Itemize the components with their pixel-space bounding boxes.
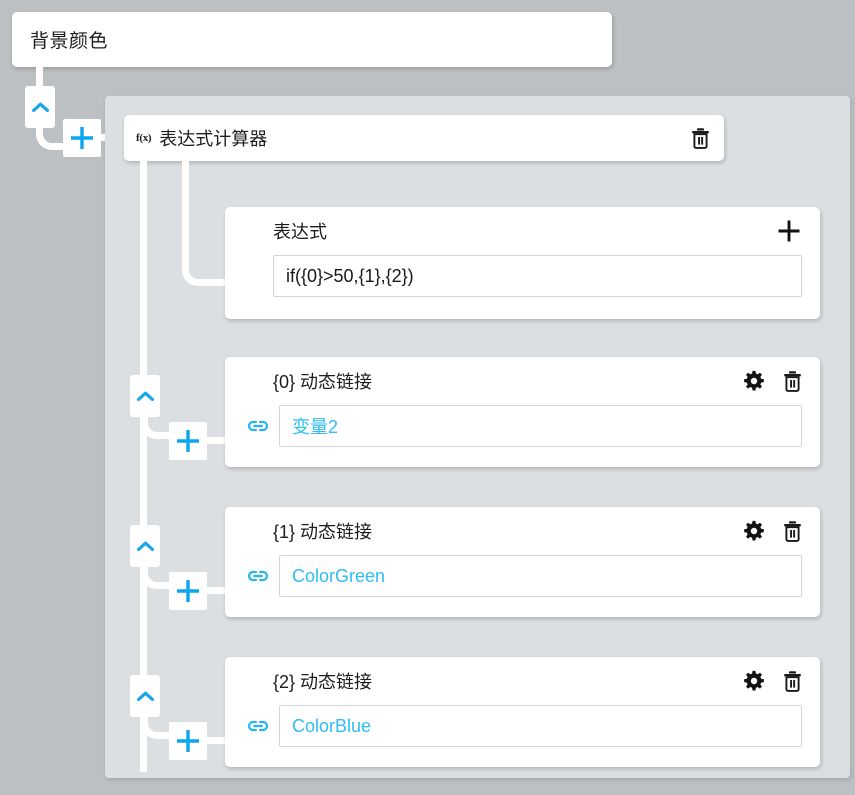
add-expression-button[interactable]	[776, 218, 802, 244]
add-node-link-2[interactable]	[169, 722, 207, 760]
link-icon	[247, 720, 269, 732]
wire-trunk-main	[140, 158, 147, 772]
add-node-link-1[interactable]	[169, 572, 207, 610]
delete-button-link-1[interactable]	[783, 520, 802, 542]
dynamic-link-row-0: 变量2	[225, 405, 820, 461]
expression-calculator-title: 表达式计算器	[159, 129, 268, 149]
expression-card: 表达式 if({0}>50,{1},{2})	[225, 207, 820, 319]
dynamic-link-card-2: {2} 动态链接	[225, 657, 820, 767]
dynamic-link-value-0: 变量2	[292, 417, 339, 437]
settings-button-link-2[interactable]	[743, 670, 765, 692]
add-node-root[interactable]	[63, 119, 101, 157]
dynamic-link-row-1: ColorGreen	[225, 555, 820, 611]
gear-icon	[744, 370, 764, 391]
dynamic-link-row-2: ColorBlue	[225, 705, 820, 761]
wire-plus-to-card-link-0	[205, 437, 229, 444]
dynamic-link-input-1[interactable]: ColorGreen	[279, 555, 802, 597]
trash-icon	[784, 671, 801, 692]
chevron-up-icon	[31, 102, 49, 112]
dynamic-link-header-0: {0} 动态链接	[225, 357, 820, 405]
wire-branch-expression	[182, 158, 228, 286]
fx-icon: f(x)	[136, 132, 152, 144]
delete-button-link-0[interactable]	[783, 370, 802, 392]
link-icon	[247, 420, 269, 432]
gear-icon	[744, 520, 764, 541]
plus-icon	[177, 730, 199, 752]
link-button-1[interactable]	[243, 568, 273, 584]
wire-plus-to-card-link-1	[205, 587, 229, 594]
expression-input-value: if({0}>50,{1},{2})	[286, 265, 414, 286]
dynamic-link-card-0: {0} 动态链接	[225, 357, 820, 467]
dynamic-link-title-2: {2} 动态链接	[273, 672, 373, 692]
title-bar-value: 背景颜色	[30, 31, 109, 52]
delete-expression-calculator-button[interactable]	[691, 127, 710, 149]
settings-button-link-0[interactable]	[743, 370, 765, 392]
wire-title-to-root	[36, 62, 43, 86]
background-color-title-bar[interactable]: 背景颜色	[12, 12, 612, 67]
dynamic-link-value-1: ColorGreen	[292, 565, 386, 586]
dynamic-link-input-2[interactable]: ColorBlue	[279, 705, 802, 747]
dynamic-link-header-2: {2} 动态链接	[225, 657, 820, 705]
expression-input[interactable]: if({0}>50,{1},{2})	[273, 255, 802, 297]
collapse-toggle-root[interactable]	[25, 86, 55, 128]
dynamic-link-input-0[interactable]: 变量2	[279, 405, 802, 447]
expression-card-header: 表达式	[225, 207, 820, 255]
plus-icon	[71, 127, 93, 149]
wire-elbow-link-1	[141, 567, 181, 589]
dynamic-link-card-1: {1} 动态链接	[225, 507, 820, 617]
link-button-2[interactable]	[243, 718, 273, 734]
dynamic-link-header-1: {1} 动态链接	[225, 507, 820, 555]
collapse-toggle-link-1[interactable]	[130, 525, 160, 567]
link-button-0[interactable]	[243, 418, 273, 434]
wire-plus-to-card-link-2	[205, 737, 229, 744]
wire-elbow-link-0	[141, 417, 181, 439]
expression-calculator-card[interactable]: f(x) 表达式计算器	[124, 115, 724, 161]
expression-input-row: if({0}>50,{1},{2})	[225, 255, 820, 311]
gear-icon	[744, 670, 764, 691]
expression-card-title: 表达式	[273, 222, 327, 242]
trash-icon	[784, 521, 801, 542]
collapse-toggle-link-2[interactable]	[130, 675, 160, 717]
plus-icon	[177, 430, 199, 452]
plus-icon	[778, 220, 800, 242]
dynamic-link-title-1: {1} 动态链接	[273, 522, 373, 542]
wire-root-elbow	[36, 128, 72, 150]
plus-icon	[177, 580, 199, 602]
chevron-up-icon	[136, 391, 154, 401]
trash-icon	[692, 128, 709, 149]
delete-button-link-2[interactable]	[783, 670, 802, 692]
dynamic-link-value-2: ColorBlue	[292, 715, 372, 736]
dynamic-link-title-0: {0} 动态链接	[273, 372, 373, 392]
chevron-up-icon	[136, 691, 154, 701]
trash-icon	[784, 371, 801, 392]
settings-button-link-1[interactable]	[743, 520, 765, 542]
link-icon	[247, 570, 269, 582]
add-node-link-0[interactable]	[169, 422, 207, 460]
collapse-toggle-link-0[interactable]	[130, 375, 160, 417]
wire-elbow-link-2	[141, 717, 181, 739]
chevron-up-icon	[136, 541, 154, 551]
